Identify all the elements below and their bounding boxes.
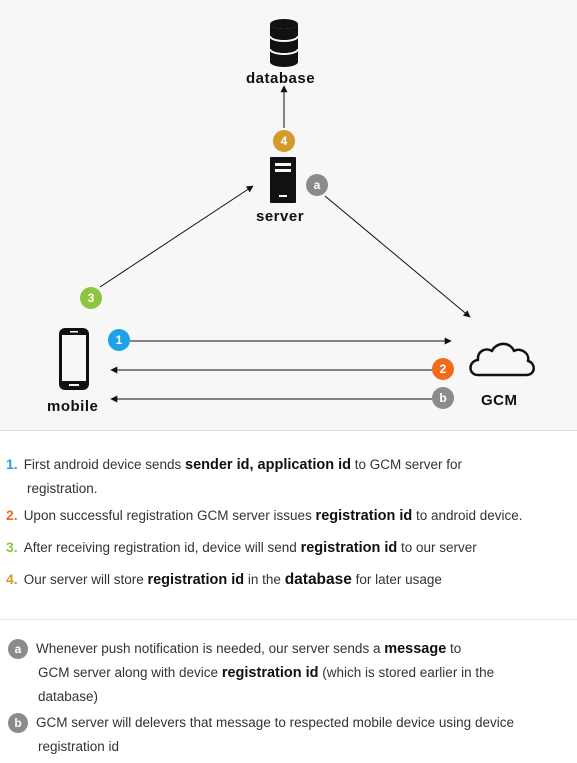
step-1-badge: 1 [108,329,130,351]
note-a-badge: a [8,639,28,660]
flow-diagram: database server mobile GCM 4 a 3 1 2 b [0,19,577,431]
step-1-part: registration. [27,481,98,496]
mobile-to-server-arrow [99,185,254,288]
step-3-part: to our server [397,540,477,555]
gcm-label: GCM [481,392,518,409]
server-label: server [256,208,305,225]
step-2-number: 2. [6,507,18,523]
step-1-text: 1. First android device sends sender id, … [6,452,462,501]
diagram-canvas [59,19,535,403]
step-1-number: 1. [6,456,18,472]
note-a-bold: registration id [221,665,319,681]
server-icon [270,157,296,203]
step-3-part: After receiving registration id, device … [23,540,301,555]
note-b-badge: b [8,713,28,734]
step-3-bold: registration id [300,540,398,556]
step-a-badge: a [306,174,328,196]
step-b-badge: b [432,387,454,409]
step-4-part: Our server will store [23,572,148,587]
step-4-part: for later usage [351,572,442,587]
cloud-icon [469,342,535,377]
section-divider [0,619,577,620]
step-4-bold: database [284,571,352,588]
step-4-part: in the [244,572,285,587]
step-1-bold: sender id, application id [185,457,351,473]
note-a-bold: message [384,641,447,657]
mobile-icon [59,328,89,390]
mobile-label: mobile [47,398,99,415]
step-4-text: 4.Our server will store registration id … [6,567,442,592]
note-b-part: registration id [38,739,120,754]
step-1-part: to GCM server for [351,457,463,472]
step-4-number: 4. [6,571,18,587]
step-2-part: Upon successful registration GCM server … [23,508,316,523]
step-3-number: 3. [6,539,18,555]
step-1-part: First android device sends [23,457,186,472]
note-b-part: GCM server will delevers that message to… [36,715,514,730]
step-3-text: 3. After receiving registration id, devic… [6,535,477,560]
step-3-badge: 3 [80,287,102,309]
note-a-part: (which is stored earlier in the [318,665,495,680]
step-4-badge: 4 [273,130,295,152]
step-2-text: 2. Upon successful registration GCM serve… [6,503,523,528]
step-2-bold: registration id [315,508,413,524]
note-a-part: GCM server along with device [38,665,222,680]
note-a-text: a Whenever push notification is needed, o… [8,637,494,709]
step-2-badge: 2 [432,358,454,380]
note-a-part: to [446,641,462,656]
note-a-part: database) [38,689,99,704]
server-to-gcm-arrow [324,195,471,318]
database-label: database [246,70,316,87]
step-2-part: to android device. [412,508,523,523]
note-a-part: Whenever push notification is needed, ou… [36,641,385,656]
step-4-bold: registration id [147,572,245,588]
database-icon [269,19,299,67]
note-b-text: b GCM server will delevers that message t… [8,711,514,759]
